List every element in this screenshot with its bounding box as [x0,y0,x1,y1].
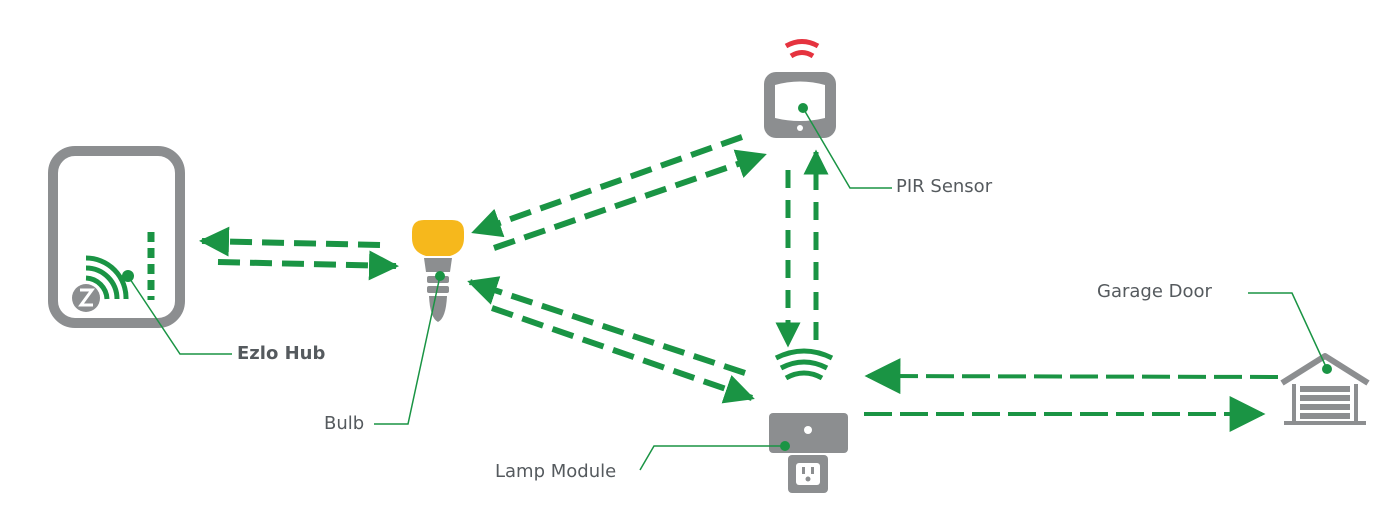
arrow-pir-to-bulb [471,134,744,238]
plug-in-module-icon [769,348,848,493]
z-wave-hub-icon [72,232,155,312]
light-bulb-icon [412,220,464,322]
leader-pir [802,107,892,189]
leader-garage [1248,292,1328,370]
arrow-bulb-to-lamp [491,305,755,404]
arrow-bulb-to-hub [199,226,381,257]
garage-door-icon [1280,353,1370,425]
bulb-label: Bulb [324,413,365,434]
pir-sensor-label: PIR Sensor [896,176,993,197]
connection-arrows [199,134,1279,432]
lamp-module-label: Lamp Module [495,461,617,482]
garage-door-label: Garage Door [1097,281,1212,302]
motion-sensor-icon [764,39,836,138]
arrow-hub-to-bulb [217,250,399,281]
leader-lines [127,107,1328,471]
hub-device [48,146,185,328]
arrow-bulb-to-pir [493,149,767,251]
leader-bulb [374,275,441,425]
arrow-garage-to-lamp [864,358,1279,395]
leader-hub [127,275,232,355]
hub-label: Ezlo Hub [237,343,326,364]
leader-lamp [639,445,785,471]
arrow-lamp-to-bulb [467,276,746,376]
